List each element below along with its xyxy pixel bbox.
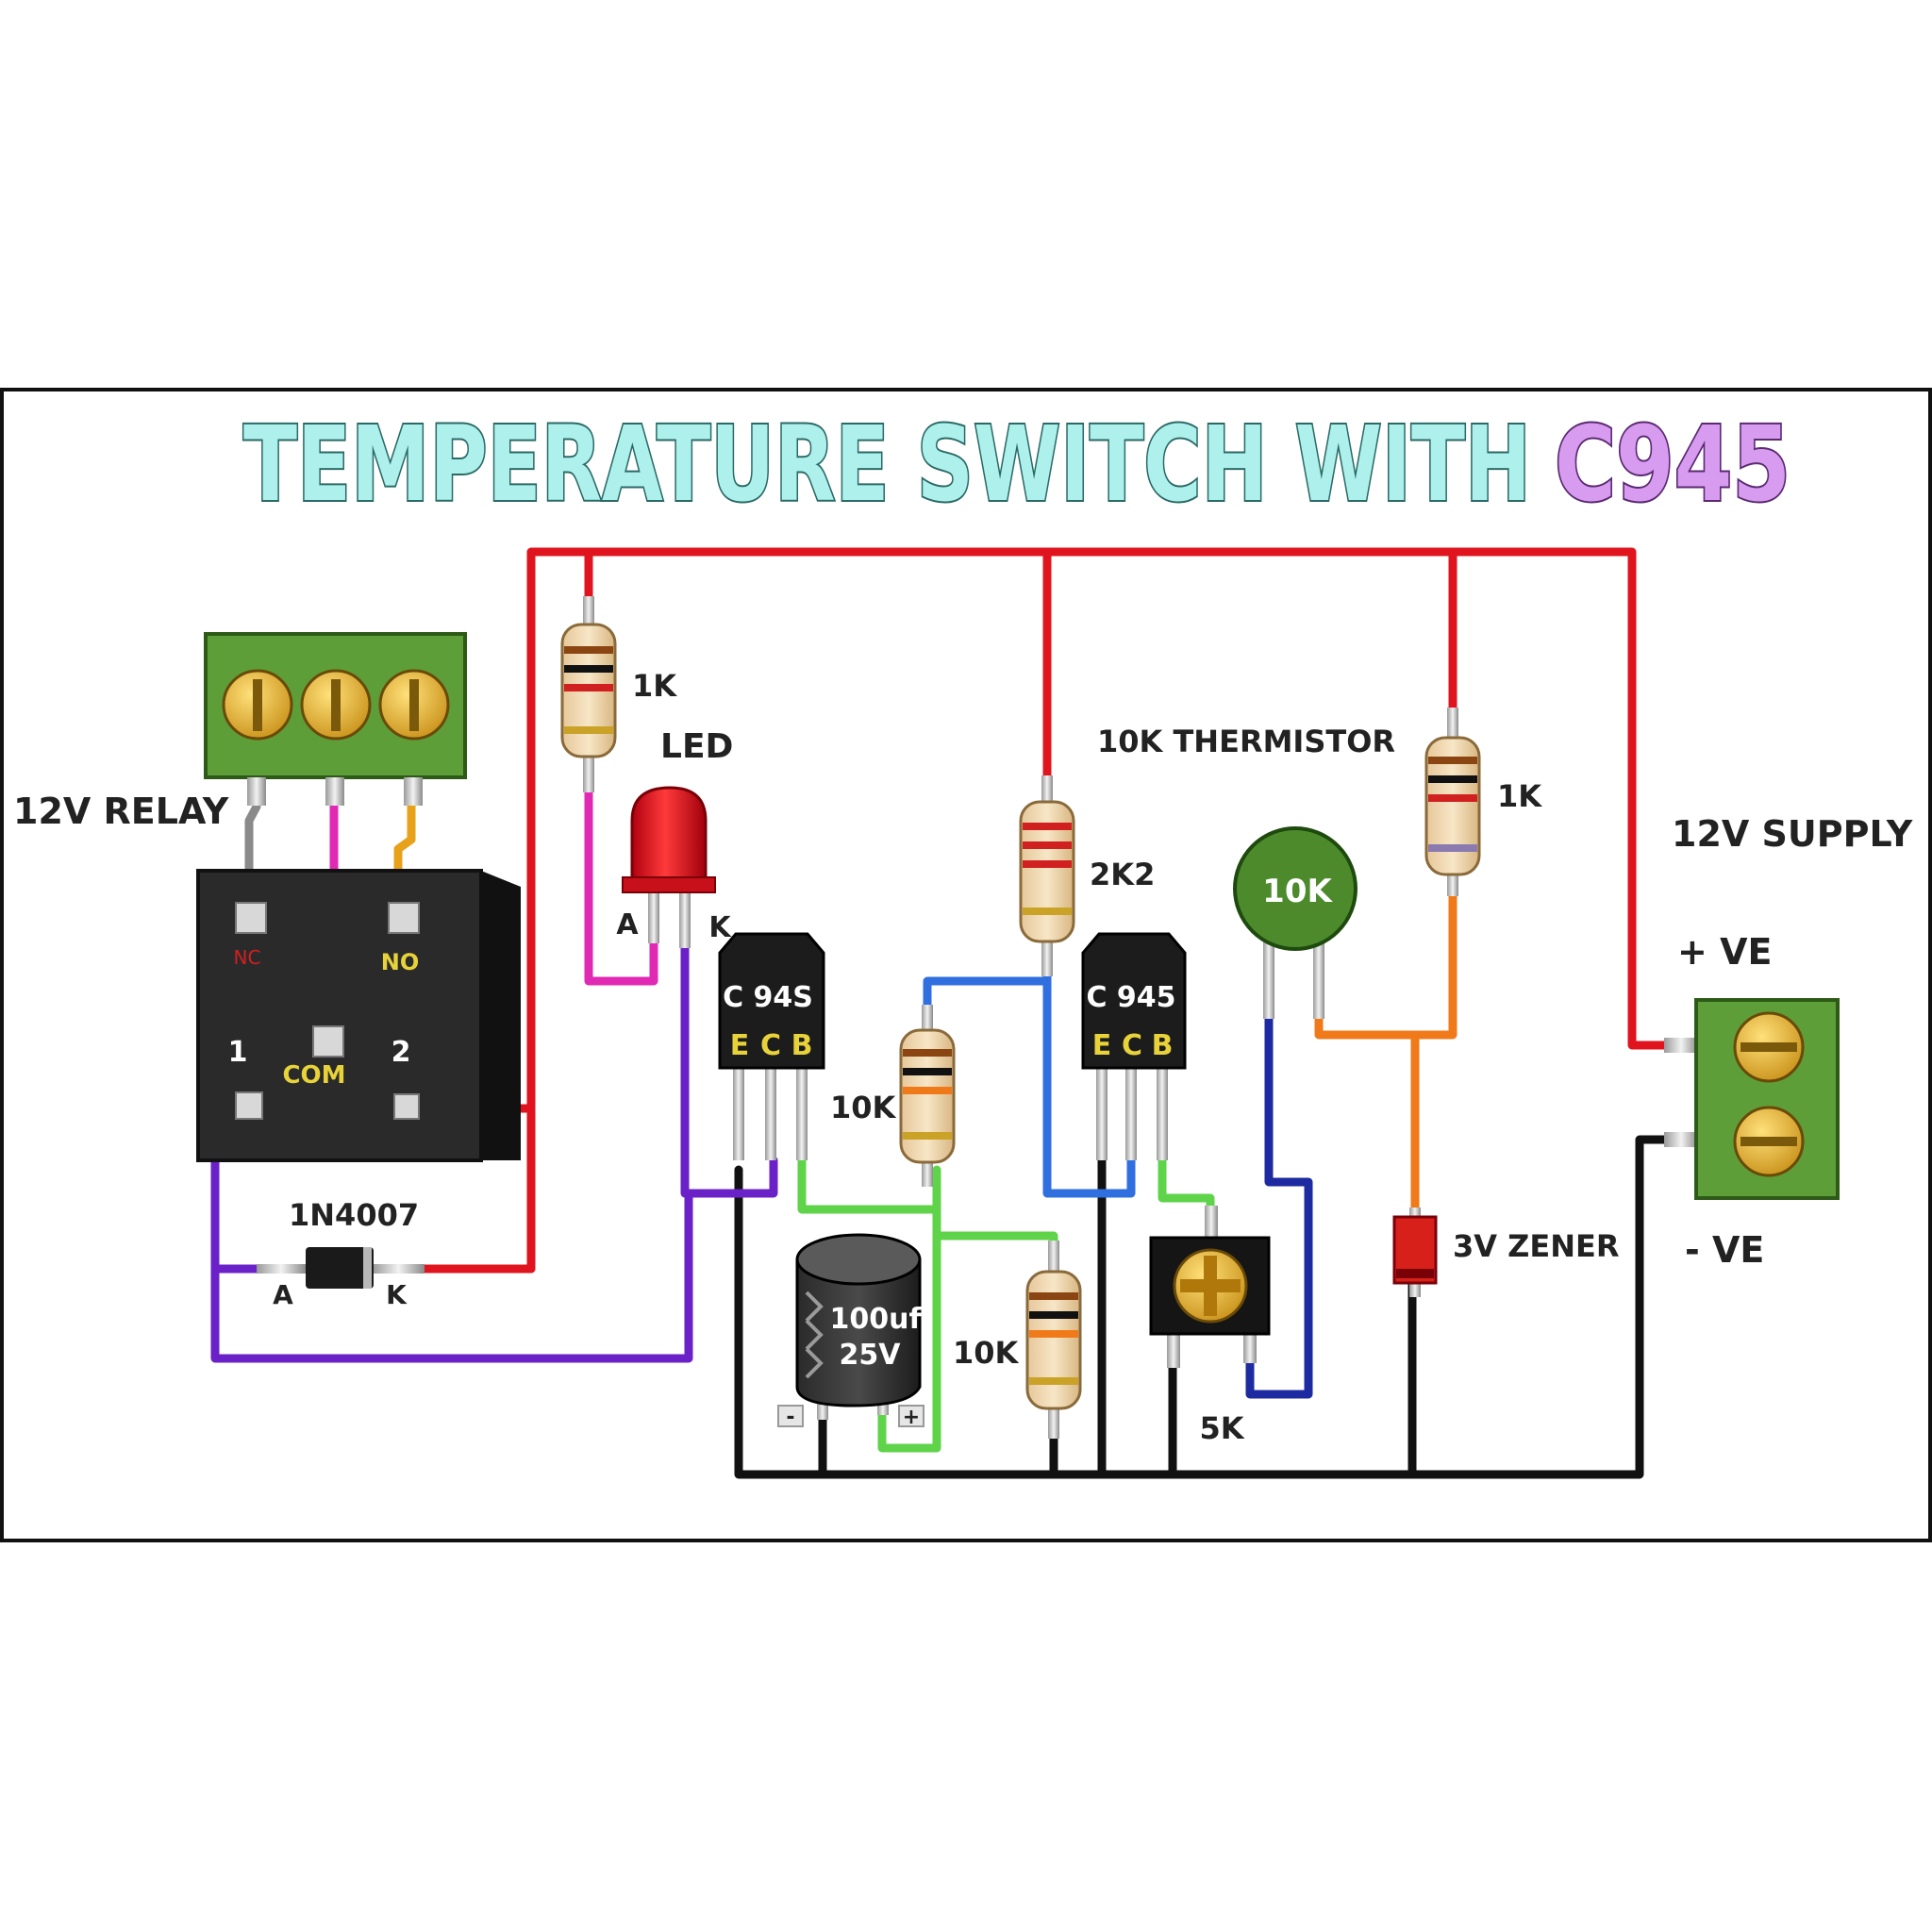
supply-negative-label: - VE — [1685, 1229, 1764, 1271]
relay-pin-no-top — [404, 777, 423, 806]
wire-pink-led-a — [584, 758, 658, 986]
relay-screw-com[interactable] — [300, 669, 372, 741]
transistor-q1-base-label: B — [791, 1029, 813, 1062]
relay: NC NO 1 2 COM — [196, 632, 521, 1162]
diode-cathode-label: K — [386, 1279, 408, 1310]
transistor-q2-emitter-label: E — [1092, 1029, 1112, 1062]
capacitor-voltage-label: 25V — [840, 1339, 902, 1372]
relay-contact-nc — [235, 902, 267, 934]
relay-contact-coil2 — [393, 1093, 420, 1120]
relay-contact-no — [388, 902, 420, 934]
led — [622, 786, 716, 948]
supply-title-label: 12V SUPPLY — [1672, 813, 1913, 855]
led-anode-label: A — [616, 908, 639, 941]
resistor-10k-q1-base — [899, 1005, 956, 1187]
wire-blue-q2c — [923, 976, 1136, 1198]
supply-screw-negative[interactable] — [1733, 1106, 1805, 1177]
transistor-q1-collector-label: C — [760, 1029, 781, 1062]
relay-contact-com — [312, 1025, 344, 1058]
transistor-q1 — [718, 932, 825, 1160]
title-highlight: C945 — [1555, 404, 1790, 525]
relay-pin-nc-top — [247, 777, 266, 806]
thermistor-value-label: 10K — [1262, 873, 1333, 910]
diode-label: 1N4007 — [289, 1197, 419, 1233]
transistor-q2-collector-label: C — [1122, 1029, 1142, 1062]
transistor-q2-base-label: B — [1152, 1029, 1174, 1062]
capacitor-value-label: 100uf — [829, 1303, 922, 1336]
wire-green-q1b — [797, 1156, 1058, 1250]
resistor-1k-led-label: 1K — [632, 668, 677, 704]
relay-body-side — [481, 871, 521, 1160]
led-label: LED — [660, 727, 733, 766]
transistor-q2 — [1081, 932, 1187, 1160]
resistor-1k-zener — [1424, 708, 1481, 896]
resistor-10k-q1-label: 10K — [830, 1090, 897, 1125]
zener-label: 3V ZENER — [1453, 1228, 1620, 1264]
transistor-q2-name: C 945 — [1086, 981, 1175, 1014]
wire-green-cap-plus — [877, 1231, 941, 1453]
relay-contact-coil1 — [235, 1091, 263, 1120]
wire-ground-rail — [734, 1135, 1673, 1479]
relay-screw-nc[interactable] — [222, 669, 293, 741]
relay-label-no: NO — [381, 949, 420, 975]
resistor-10k-bottom — [1025, 1241, 1082, 1439]
relay-title-label: 12V RELAY — [13, 791, 229, 832]
resistor-10k-bottom-label: 10K — [953, 1335, 1020, 1371]
resistor-1k-led — [560, 596, 617, 792]
relay-screw-no[interactable] — [378, 669, 450, 741]
diode-anode-label: A — [273, 1279, 293, 1310]
relay-label-nc: NC — [234, 946, 261, 969]
title-text: TEMPERATURE SWITCH WITH — [243, 404, 1531, 525]
relay-label-pin2: 2 — [391, 1036, 411, 1069]
potentiometer-adjust-screw[interactable] — [1173, 1248, 1248, 1324]
diode-1n4007 — [257, 1247, 425, 1289]
resistor-2k2 — [1019, 775, 1075, 976]
relay-label-com: COM — [282, 1061, 345, 1090]
resistor-2k2-label: 2K2 — [1090, 857, 1155, 892]
led-cathode-label: K — [708, 911, 732, 944]
capacitor-plus-label: + — [903, 1406, 920, 1429]
resistor-1k-zener-label: 1K — [1497, 778, 1542, 814]
zener-diode — [1392, 1208, 1438, 1297]
thermistor — [1233, 826, 1357, 1019]
wire-green-q2b — [1158, 1156, 1215, 1215]
wire-positive-rail — [526, 547, 1673, 1274]
supply-positive-label: + VE — [1677, 931, 1772, 973]
capacitor-100uf — [777, 1233, 924, 1427]
thermistor-title-label: 10K THERMISTOR — [1097, 724, 1395, 759]
relay-label-pin1: 1 — [228, 1036, 248, 1069]
potentiometer-label: 5K — [1199, 1410, 1244, 1446]
capacitor-minus-label: - — [786, 1406, 794, 1429]
transistor-q1-name: C 94S — [723, 981, 813, 1014]
transistor-q1-emitter-label: E — [730, 1029, 750, 1062]
relay-pin-com-top — [325, 777, 344, 806]
diagram-title: TEMPERATURE SWITCH WITH C945 — [242, 402, 1792, 526]
wire-darkblue-thermistor — [1245, 1009, 1313, 1399]
supply-screw-positive[interactable] — [1733, 1011, 1805, 1083]
